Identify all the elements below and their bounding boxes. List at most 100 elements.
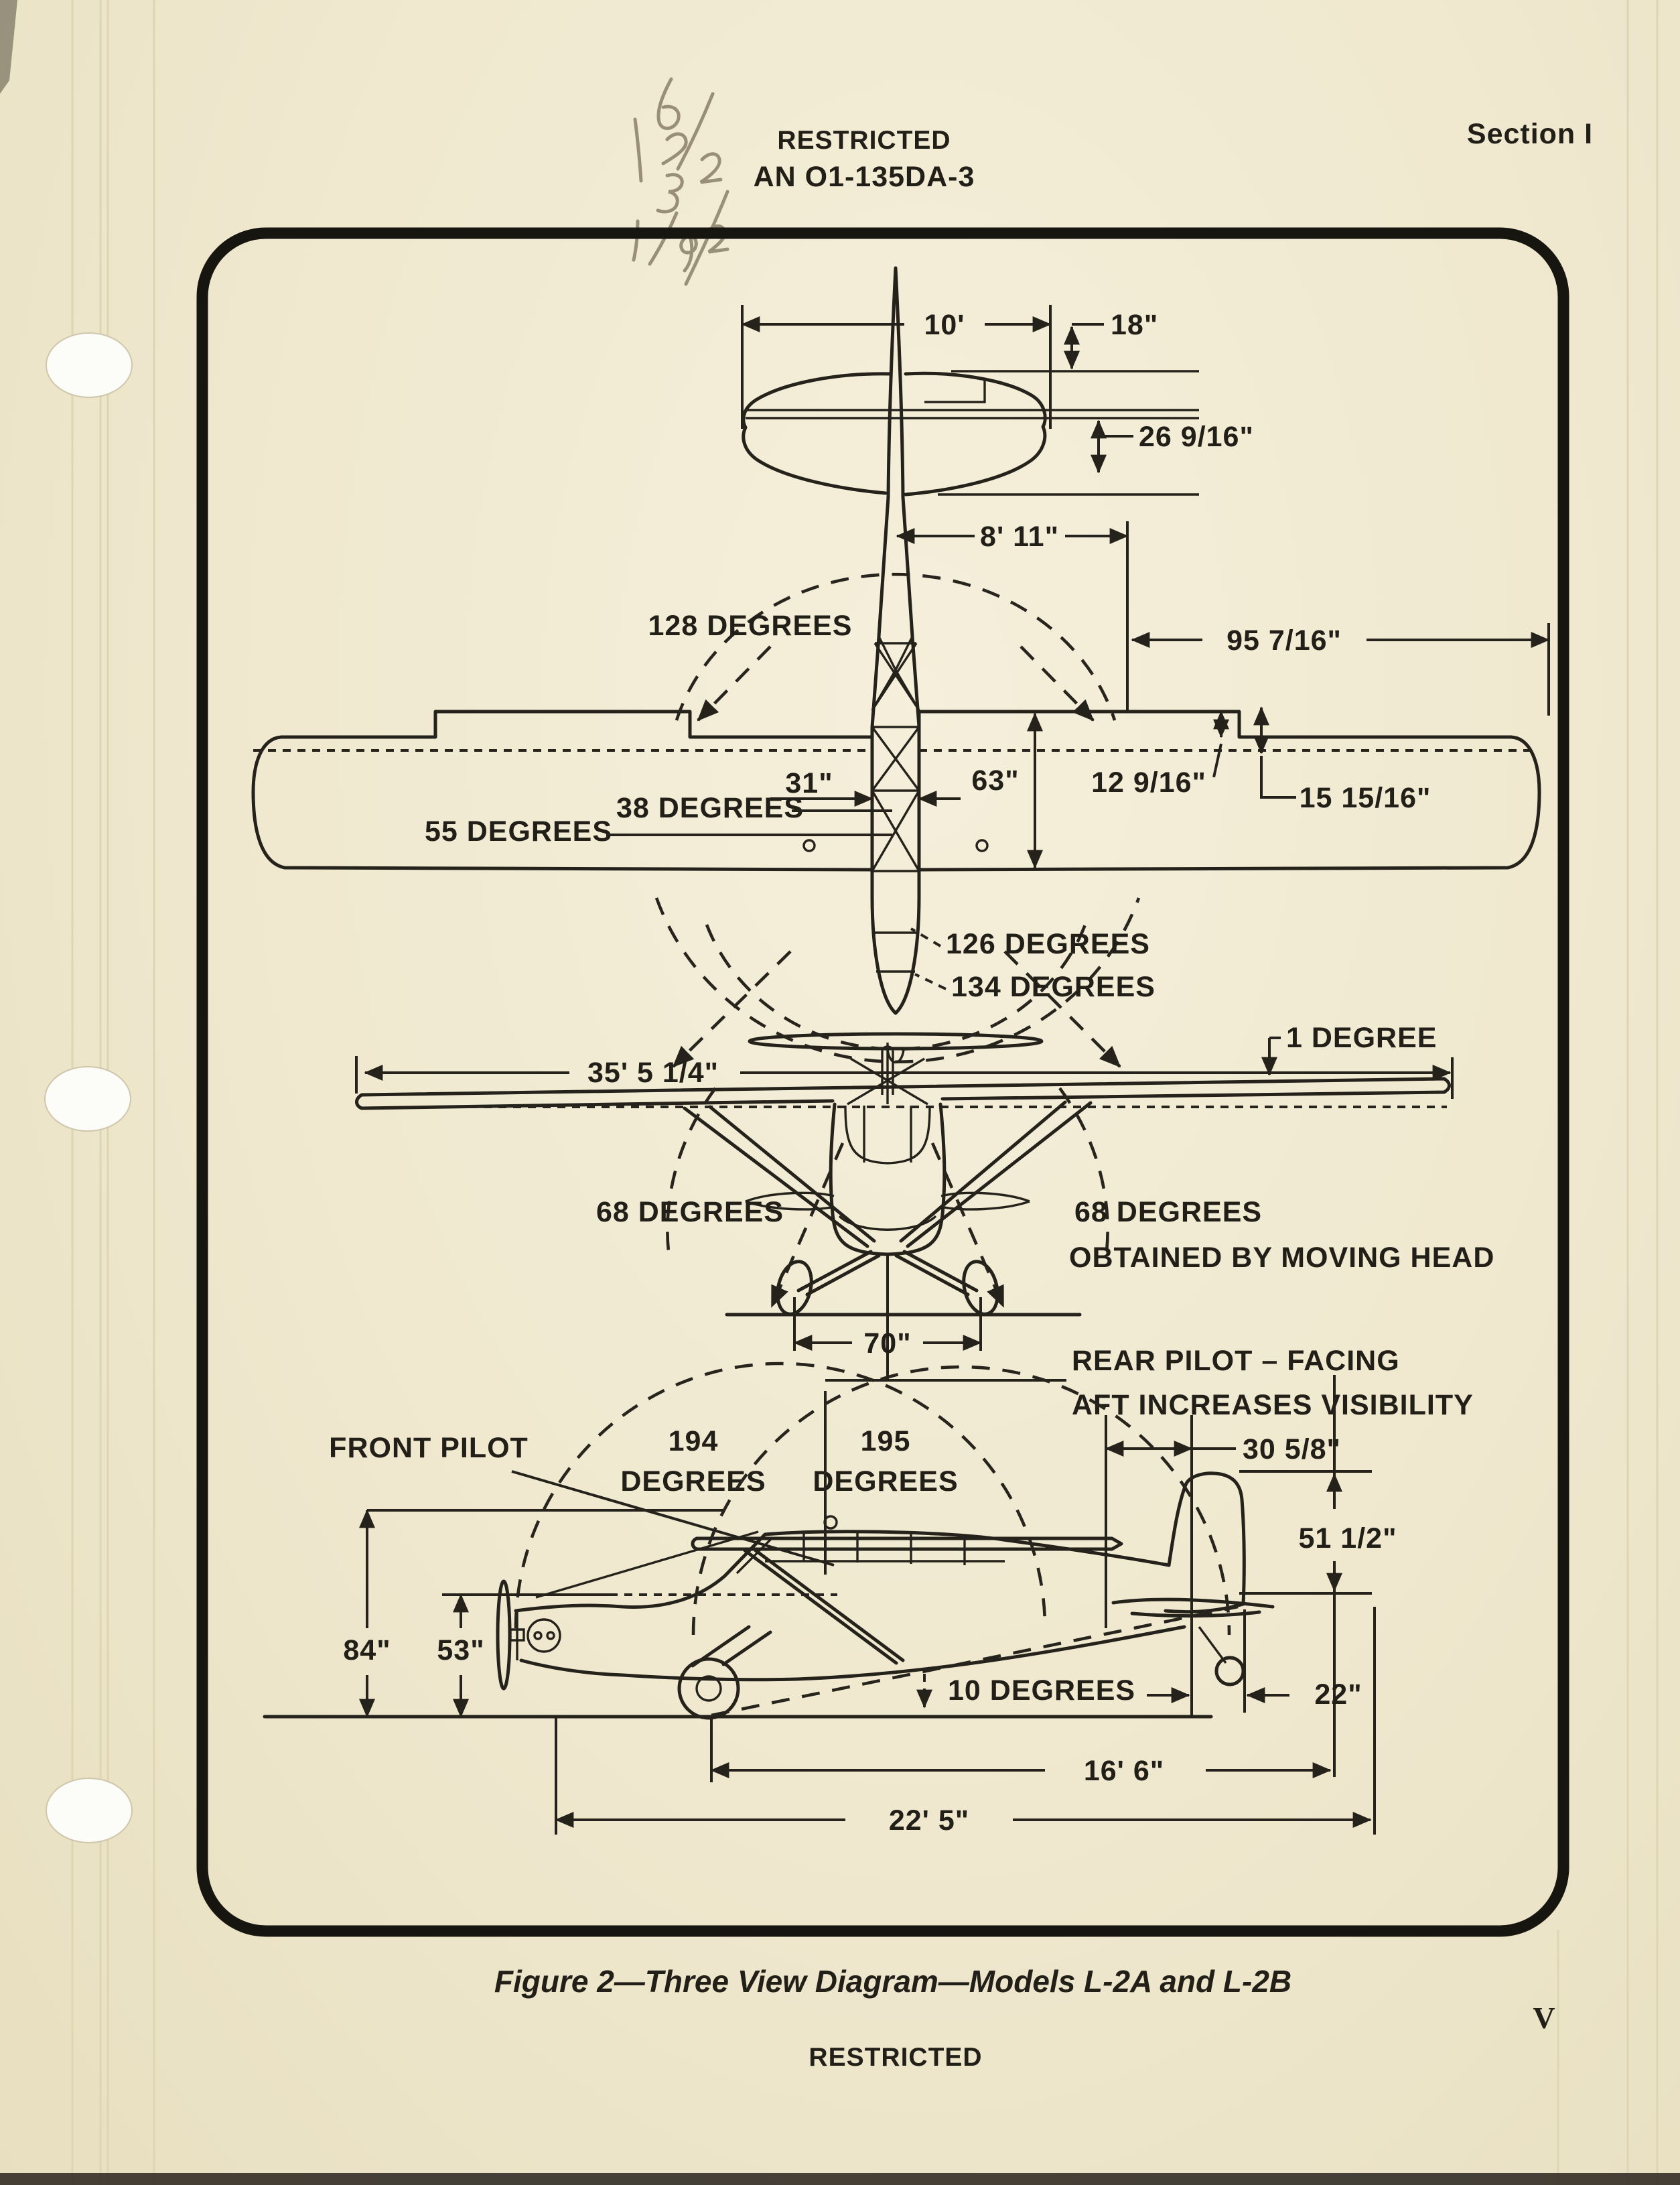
lateral-vision-note-label: OBTAINED BY MOVING HEAD	[1069, 1242, 1494, 1274]
aft-vision-ray-left	[697, 645, 772, 722]
pencil-stroke	[676, 92, 715, 171]
wing-chord-label: 63"	[971, 765, 1019, 797]
wing-front	[355, 1077, 1451, 1110]
rudder-width-label: 22"	[1314, 1678, 1362, 1711]
engine-dot	[533, 1631, 543, 1640]
root-chord-label: 26 9/16"	[1139, 421, 1254, 453]
fuselage-bottom-side	[519, 1625, 1186, 1682]
rear-pilot-note-line2: AFT INCREASES VISIBILITY	[1072, 1389, 1474, 1421]
ground-angle-line	[711, 1605, 1239, 1717]
antenna-wire	[535, 1530, 759, 1599]
binder-hole	[44, 1066, 131, 1132]
stabilizer-edge-extensions	[938, 370, 1199, 496]
rear-vision-arc-side	[691, 1365, 1231, 1636]
forward-vision-left-label: 126 DEGREES	[946, 928, 1150, 960]
fuselage-plan-bracing	[871, 636, 920, 872]
propeller-side	[496, 1579, 512, 1691]
dihedral-leader	[1269, 1037, 1281, 1075]
fin-front	[881, 1043, 894, 1104]
fuselage-plan-formers	[872, 642, 919, 872]
strut-fitting-left	[802, 839, 816, 852]
cabane-bracing-front	[847, 1057, 928, 1106]
stabilizer-right-plan	[904, 371, 1047, 496]
engine-dot	[546, 1631, 555, 1640]
down-vision-label: 38 DEGREES	[616, 792, 804, 824]
engine-badge	[527, 1618, 561, 1653]
fin-height-label: 51 1/2"	[1299, 1522, 1397, 1554]
cowl-lines	[873, 931, 918, 973]
aft-vision-arc	[675, 572, 1117, 721]
lateral-vision-right-label: 68 DEGREES	[1074, 1196, 1262, 1228]
wing-right-plan	[917, 710, 1541, 872]
forward-vision-arc-inner	[705, 924, 1087, 1051]
rear-vision-value-label: 195	[861, 1425, 911, 1457]
pencil-stroke	[633, 117, 643, 183]
wing-struts-front	[683, 1100, 1093, 1248]
pencil-stroke	[679, 234, 698, 273]
pencil-stroke	[648, 211, 679, 266]
leading-edge-offset-leader	[1212, 743, 1222, 778]
tail-fin-plan	[886, 266, 905, 499]
rear-pilot-head	[823, 1515, 838, 1530]
side-reference-lines	[555, 1375, 1376, 1835]
overall-length-label: 22' 5"	[889, 1804, 969, 1837]
forward-vision-ray-left	[672, 950, 792, 1068]
ground-angle-label: 10 DEGREES	[948, 1674, 1135, 1707]
landing-gear-front	[796, 1250, 979, 1297]
tip-offset-label: 15 15/16"	[1300, 782, 1431, 814]
header-section: Section I	[1467, 118, 1593, 150]
tail-arm-label: 8' 11"	[980, 521, 1059, 553]
gear-legs-side	[691, 1625, 772, 1668]
pencil-stroke	[661, 132, 688, 165]
binder-hole	[46, 1778, 133, 1843]
strut-fitting-right	[975, 839, 989, 852]
forward-vision-arc-outer	[654, 897, 1141, 1063]
tip-chord-label: 18"	[1111, 309, 1158, 341]
wing-span-extension-lines	[355, 1056, 1454, 1099]
wheel-tread-label: 70"	[863, 1327, 911, 1360]
front-view: 35' 5 1/4" 1 DEGREE 68 DEGREES 68 DEGREE…	[355, 1022, 1494, 1379]
vision-label-leaders	[910, 927, 947, 990]
aft-vision-label: 128 DEGREES	[648, 610, 853, 642]
side-view: REAR PILOT – FACING AFT INCREASES VISIBI…	[263, 1345, 1474, 1837]
page-number: V	[1533, 2001, 1555, 2035]
pencil-stroke	[699, 152, 723, 184]
header-stamp: RESTRICTED	[777, 126, 951, 155]
stabilizer-left-plan	[742, 372, 893, 495]
tail-span-label: 10'	[924, 309, 965, 341]
scan-edge-top-left	[0, 0, 17, 94]
scan-edge-bottom	[0, 2173, 1680, 2185]
windshield-front	[844, 1105, 931, 1165]
binder-holes	[44, 332, 133, 1843]
cabin-width-label: 31"	[785, 767, 833, 799]
lift-strut-side	[743, 1548, 905, 1665]
figure-caption: Figure 2—Three View Diagram—Models L-2A …	[494, 1964, 1291, 1999]
tail-wheel	[1214, 1656, 1245, 1686]
side-vision-label: 55 DEGREES	[425, 815, 612, 848]
figure-border	[196, 227, 1569, 1937]
fuselage-top-side	[514, 1530, 1171, 1613]
front-vision-value-label: 194	[669, 1425, 719, 1457]
binder-hole	[46, 332, 133, 398]
fin-height-reference-lines	[1239, 1470, 1372, 1595]
nose-cowl-plan	[870, 895, 921, 1015]
dihedral-label: 1 DEGREE	[1286, 1022, 1437, 1054]
wing-side	[691, 1536, 1123, 1551]
propeller-front	[745, 1191, 1030, 1211]
pencil-stroke	[656, 173, 684, 214]
main-wheel-hub	[695, 1675, 722, 1702]
leading-edge-offset-label: 12 9/16"	[1091, 767, 1206, 799]
footer-stamp: RESTRICTED	[809, 2043, 982, 2072]
pencil-stroke	[632, 219, 640, 262]
rear-pilot-note-line1: REAR PILOT – FACING	[1072, 1345, 1400, 1377]
propeller-plan	[748, 1032, 1044, 1051]
forward-vision-right-label: 134 DEGREES	[951, 971, 1156, 1003]
cowl-front	[838, 1215, 937, 1231]
main-wheel-side	[677, 1657, 740, 1720]
front-vision-arc-side	[514, 1362, 1047, 1629]
front-vision-unit-label: DEGREES	[620, 1465, 766, 1498]
head-to-fin-label: 30 5/8"	[1243, 1433, 1341, 1465]
top-view: 10' 18" 26 9/16" 8' 11" 128 DEGREES 95 7…	[251, 266, 1550, 1068]
